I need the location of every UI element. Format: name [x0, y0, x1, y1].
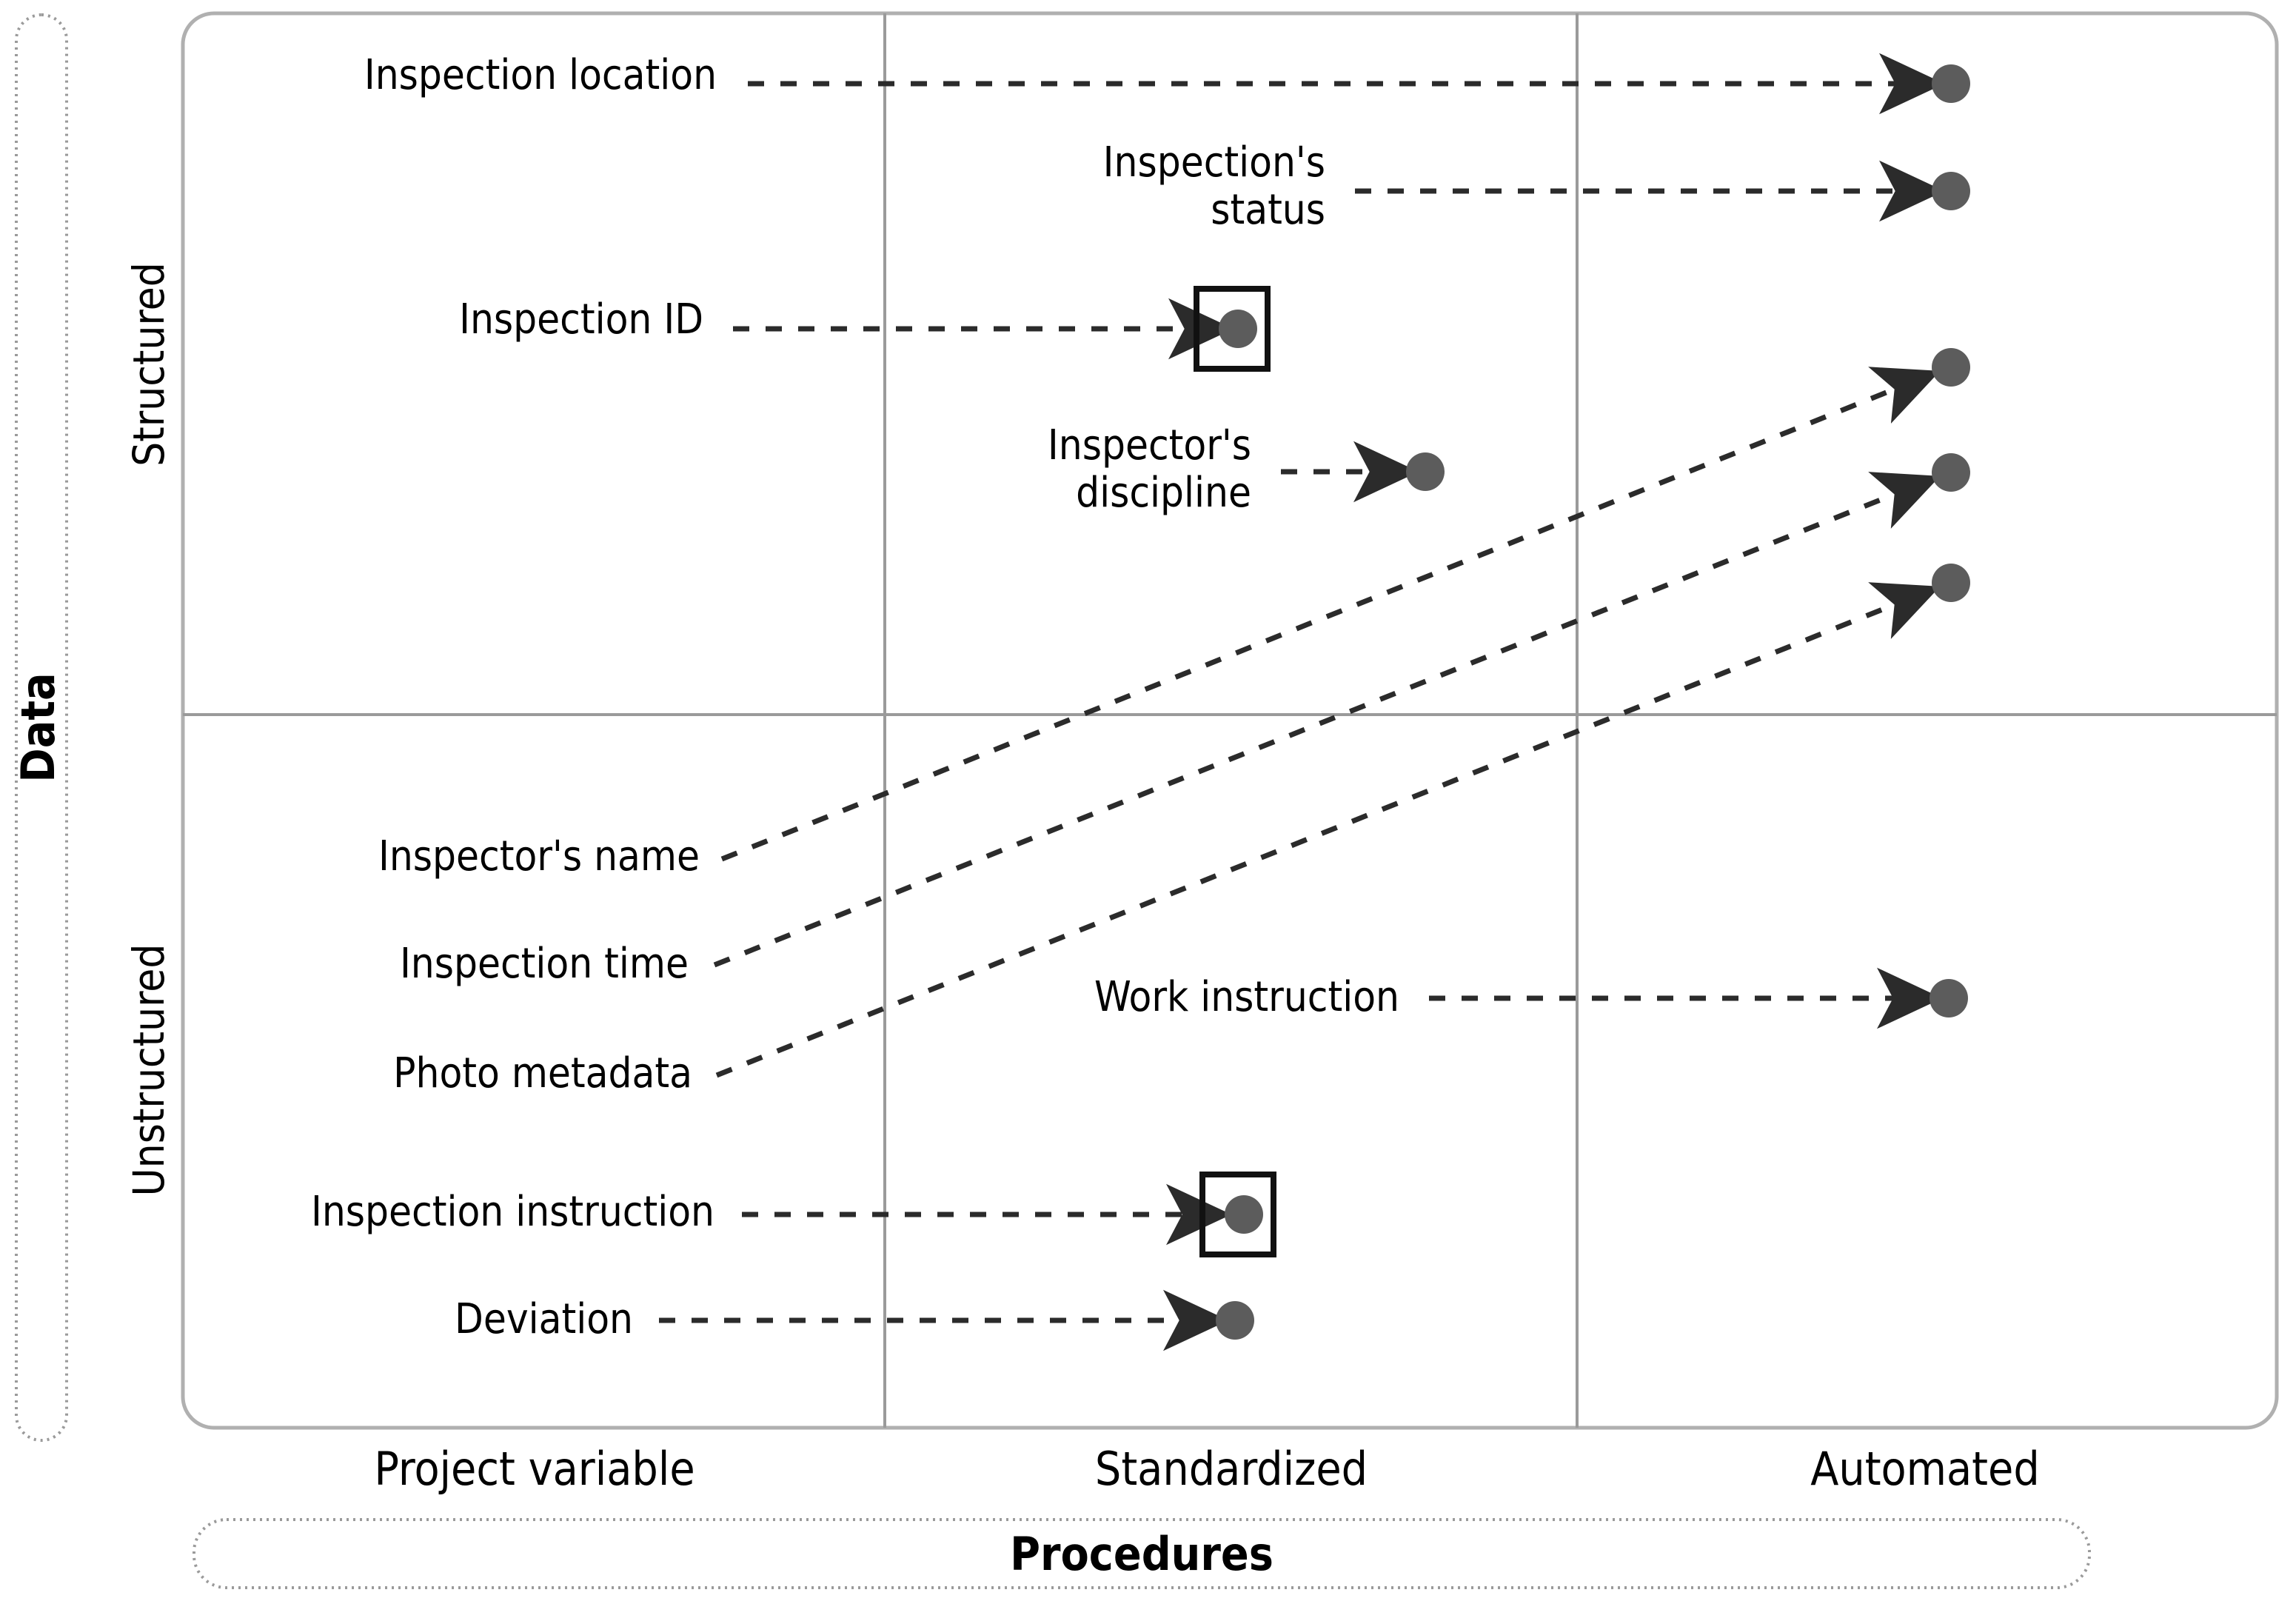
item-label: Photo metadata	[393, 1049, 692, 1097]
item-inspection-instruction[interactable]: Inspection instruction	[311, 1172, 1276, 1257]
endpoint-marker-dot	[1932, 172, 1970, 210]
highlight-box	[1199, 1172, 1276, 1257]
endpoint-marker-dot	[1932, 564, 1970, 602]
endpoint-marker-dot	[1932, 348, 1970, 387]
item-photo-metadata[interactable]: Photo metadata	[393, 564, 1970, 1097]
y-tick-label-structured: Structured	[124, 262, 174, 467]
endpoint-marker-dot	[1406, 452, 1445, 491]
item-label: Deviation	[455, 1295, 633, 1343]
endpoint-marker-dot	[1219, 310, 1257, 348]
item-inspection-time[interactable]: Inspection time	[400, 453, 1970, 988]
item-label: Inspection time	[400, 940, 689, 988]
item-label: Inspection location	[364, 51, 717, 99]
matrix-panel	[181, 11, 2279, 1430]
item-label: Work instruction	[1094, 973, 1399, 1021]
x-tick-label-automated: Automated	[1810, 1442, 2040, 1496]
grid-lines	[183, 13, 2277, 1428]
x-axis-title: Procedures	[1010, 1527, 1273, 1581]
data-axis-bracket	[15, 13, 68, 1442]
item-work-instruction[interactable]: Work instruction	[1094, 967, 1968, 1029]
x-tick-label-project-variable: Project variable	[374, 1442, 695, 1496]
item-inspector-s-name[interactable]: Inspector's name	[378, 348, 1970, 880]
endpoint-marker-dot	[1932, 453, 1970, 492]
procedures-axis-bracket	[193, 1518, 2091, 1589]
item-label: Inspection ID	[459, 295, 703, 344]
endpoint-marker-dot	[1225, 1195, 1263, 1234]
item-inspection-location[interactable]: Inspection location	[364, 51, 1970, 115]
connector-arrow	[720, 367, 1941, 862]
endpoint-marker-dot	[1216, 1301, 1254, 1340]
item-label: Inspection instruction	[311, 1188, 714, 1236]
y-axis-title: Data	[11, 672, 65, 782]
x-tick-label-standardized: Standardized	[1095, 1442, 1368, 1496]
y-tick-label-unstructured: Unstructured	[124, 943, 174, 1196]
connector-arrow	[713, 472, 1941, 968]
x-axis-tick-labels: Project variable Standardized Automated	[374, 1442, 2039, 1496]
item-deviation[interactable]: Deviation	[455, 1289, 1254, 1351]
connector-arrow	[715, 582, 1941, 1078]
item-inspection-id[interactable]: Inspection ID	[459, 286, 1271, 372]
endpoint-marker-dot	[1929, 979, 1968, 1017]
endpoint-marker-dot	[1932, 64, 1970, 103]
item-label: Inspector's name	[378, 832, 700, 880]
highlight-box	[1194, 286, 1271, 372]
